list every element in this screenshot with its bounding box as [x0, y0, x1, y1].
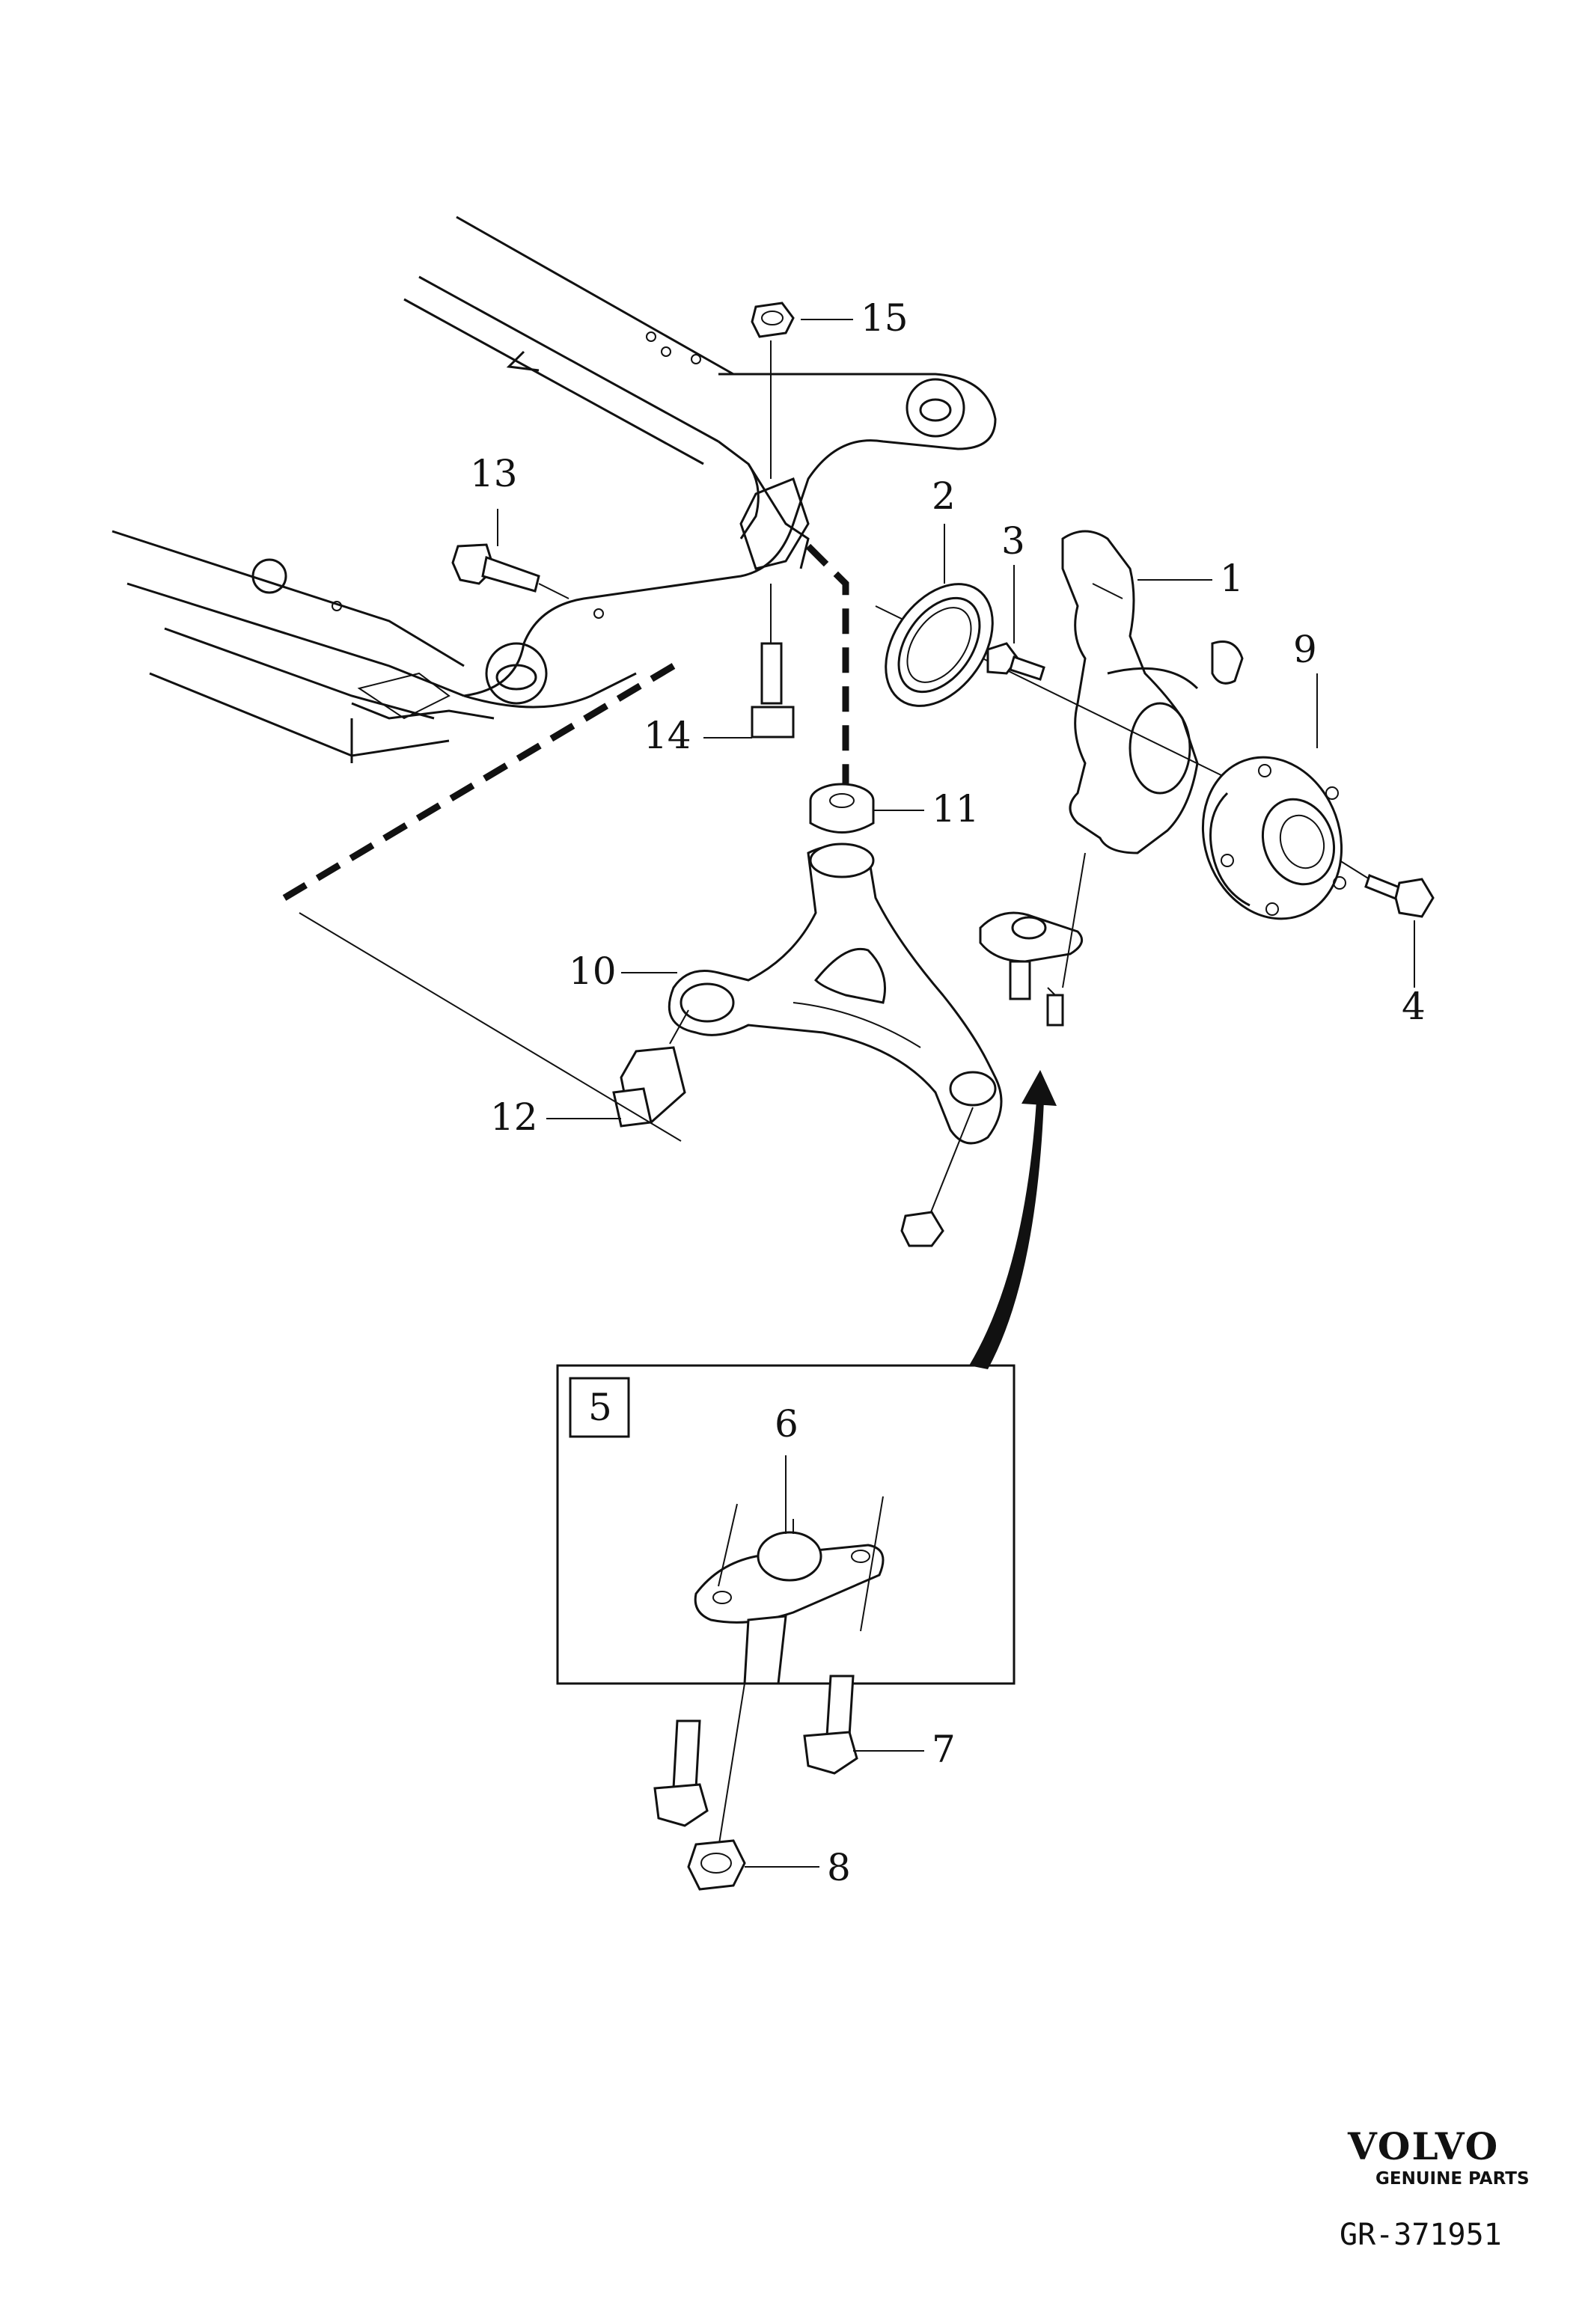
detail-arrow: [969, 1070, 1057, 1369]
callout-10: 10: [569, 950, 617, 993]
callout-6: 6: [775, 1402, 798, 1446]
wheel-hub-part-9: [1201, 756, 1346, 920]
callout-14: 14: [644, 714, 691, 757]
callout-3: 3: [1001, 519, 1025, 563]
callout-9: 9: [1293, 628, 1317, 671]
callout-1: 1: [1220, 557, 1244, 600]
bushing-part-11: [809, 783, 875, 834]
detail-inset: [556, 1364, 1016, 1849]
callout-leaders: [497, 319, 1415, 1119]
control-arm-part-10: [668, 843, 1003, 1145]
brand-logo: VOLVO: [1347, 2124, 1499, 2168]
callout-8: 8: [827, 1846, 851, 1889]
inset-leaders: [687, 1455, 924, 1891]
bolt-part-3: [986, 642, 1045, 681]
brand-tagline: GENUINE PARTS: [1375, 2169, 1530, 2189]
bolt-part-14: [751, 584, 795, 739]
seal-ring-part-2: [885, 583, 994, 707]
callout-4: 4: [1402, 985, 1426, 1028]
callout-15: 15: [861, 296, 909, 340]
nut-part-15: [751, 302, 795, 479]
bolt-part-13: [451, 543, 569, 599]
steering-knuckle-part-1: [875, 530, 1244, 854]
callout-5: 5: [588, 1386, 612, 1429]
ball-joint: [979, 911, 1084, 1027]
illustration-code: GR-371951: [1340, 2218, 1502, 2252]
callout-2: 2: [932, 474, 956, 518]
brand-block: VOLVO GENUINE PARTS GR-371951: [1340, 2124, 1530, 2252]
lower-ball-joint-nut: [900, 1107, 974, 1247]
knuckle-bolt: [1062, 852, 1086, 988]
callout-11: 11: [932, 787, 980, 831]
callout-13: 13: [470, 452, 518, 495]
bolt-part-4: [1339, 860, 1435, 918]
callout-12: 12: [490, 1095, 538, 1139]
subframe: [112, 215, 997, 763]
bushing-part-12: [299, 912, 689, 1142]
callout-7: 7: [932, 1728, 956, 1771]
assembly-guide-dashed-line: [805, 543, 849, 793]
callout-labels: 15 13 2 3 1 9 4 14 11 10 12 5 6 7 8: [470, 296, 1426, 1889]
